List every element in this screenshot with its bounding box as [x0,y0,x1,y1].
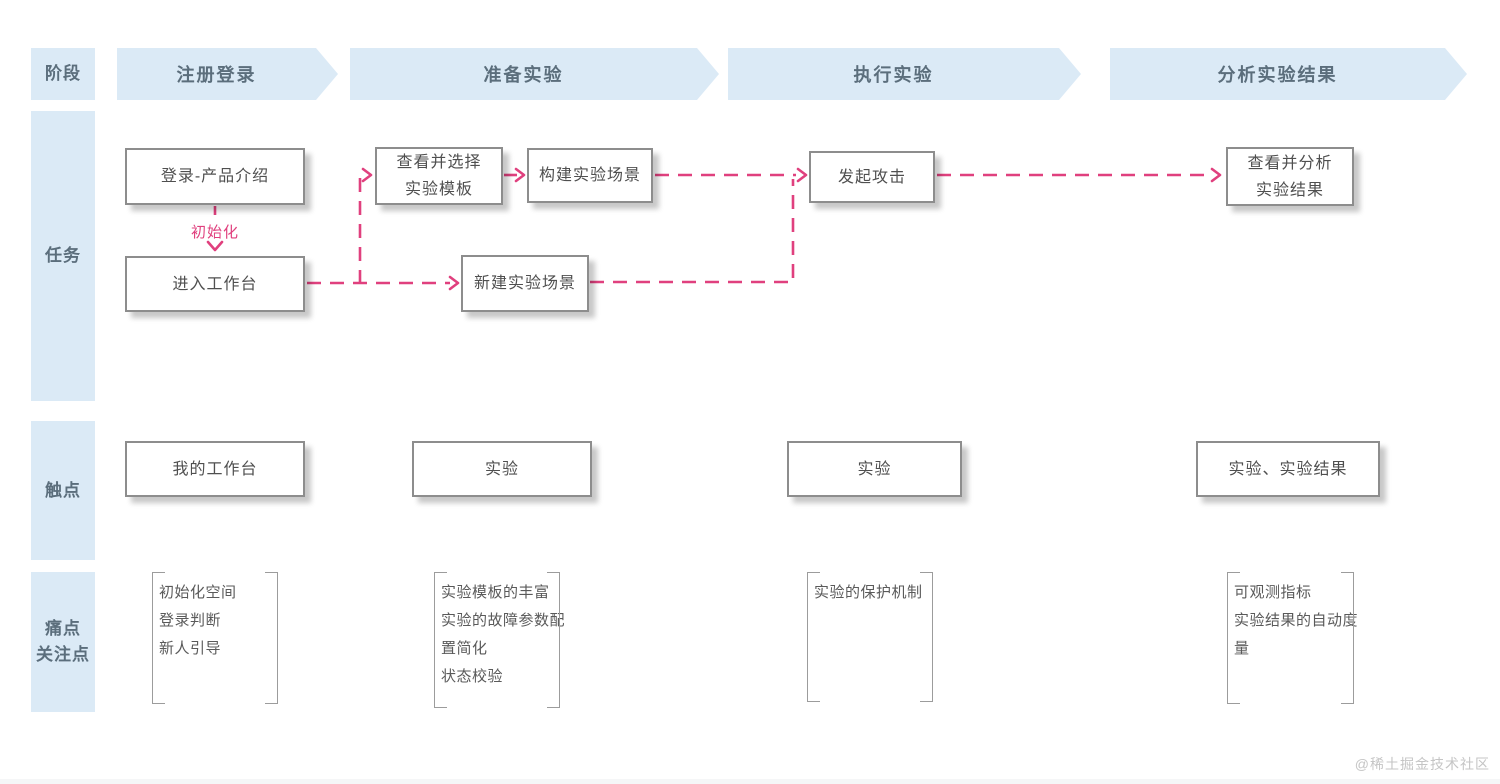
task-box-view-select-template: 查看并选择 实验模板 [375,147,503,205]
touchpoint-box-experiment-prepare: 实验 [412,441,592,497]
pain-group-execute-experiment: 实验的保护机制 [807,572,933,702]
arrowhead-into-new-scenario [448,275,460,291]
task-box-build-scenario: 构建实验场景 [527,148,653,203]
pain-group-analyze-results: 可观测指标 实验结果的自动度量 [1227,572,1358,704]
stage-arrow-analyze-results: 分析实验结果 [1110,48,1467,100]
arrowhead-into-results [1210,167,1222,183]
pain-items-list: 初始化空间 登录判断 新人引导 [159,579,287,663]
touchpoint-box-experiment-results: 实验、实验结果 [1196,441,1380,497]
touchpoint-box-experiment-execute: 实验 [787,441,962,497]
arrowhead-into-build [514,167,526,183]
pain-group-register-login: 初始化空间 登录判断 新人引导 [152,572,278,704]
stage-arrow-register-login: 注册登录 [117,48,338,100]
pain-item: 登录判断 [159,612,222,629]
task-box-view-analyze-results: 查看并分析 实验结果 [1226,147,1354,206]
row-label-touchpoints: 触点 [31,421,95,560]
pain-items-list: 可观测指标 实验结果的自动度量 [1234,579,1362,663]
pain-item: 可观测指标 [1234,584,1312,601]
task-box-enter-workspace: 进入工作台 [125,256,305,312]
row-label-painpoints: 痛点 关注点 [31,572,95,712]
juejin-watermark: @稀土掘金技术社区 [1354,756,1490,772]
touchpoint-box-my-workspace: 我的工作台 [125,441,305,497]
row-label-tasks: 任务 [31,111,95,401]
row-label-stage: 阶段 [31,48,95,100]
stage-arrow-execute-experiment: 执行实验 [728,48,1081,100]
task-box-new-scenario: 新建实验场景 [461,255,589,312]
pain-item: 实验结果的自动度量 [1234,612,1359,657]
pain-group-prepare-experiment: 实验模板的丰富 实验的故障参数配置简化 状态校验 [434,572,565,708]
task-box-login-product-intro: 登录-产品介绍 [125,148,305,205]
pain-item: 实验的故障参数配置简化 [441,612,566,657]
arrowhead-down-init [206,240,224,252]
pain-item: 新人引导 [159,640,222,657]
connector-branch-to-template [358,173,363,284]
pain-item: 实验模板的丰富 [441,584,550,601]
pain-item: 状态校验 [441,668,504,685]
init-connector-label: 初始化 [190,224,239,241]
pain-item: 初始化空间 [159,584,237,601]
stage-arrow-prepare-experiment: 准备实验 [350,48,719,100]
arrowhead-into-attack [796,167,808,183]
task-box-launch-attack: 发起攻击 [809,151,935,203]
pain-items-list: 实验模板的丰富 实验的故障参数配置简化 状态校验 [441,579,569,691]
pain-items-list: 实验的保护机制 [814,579,942,607]
bottom-strip [0,779,1500,784]
arrowhead-into-template [361,167,373,183]
pain-item: 实验的保护机制 [814,584,923,601]
